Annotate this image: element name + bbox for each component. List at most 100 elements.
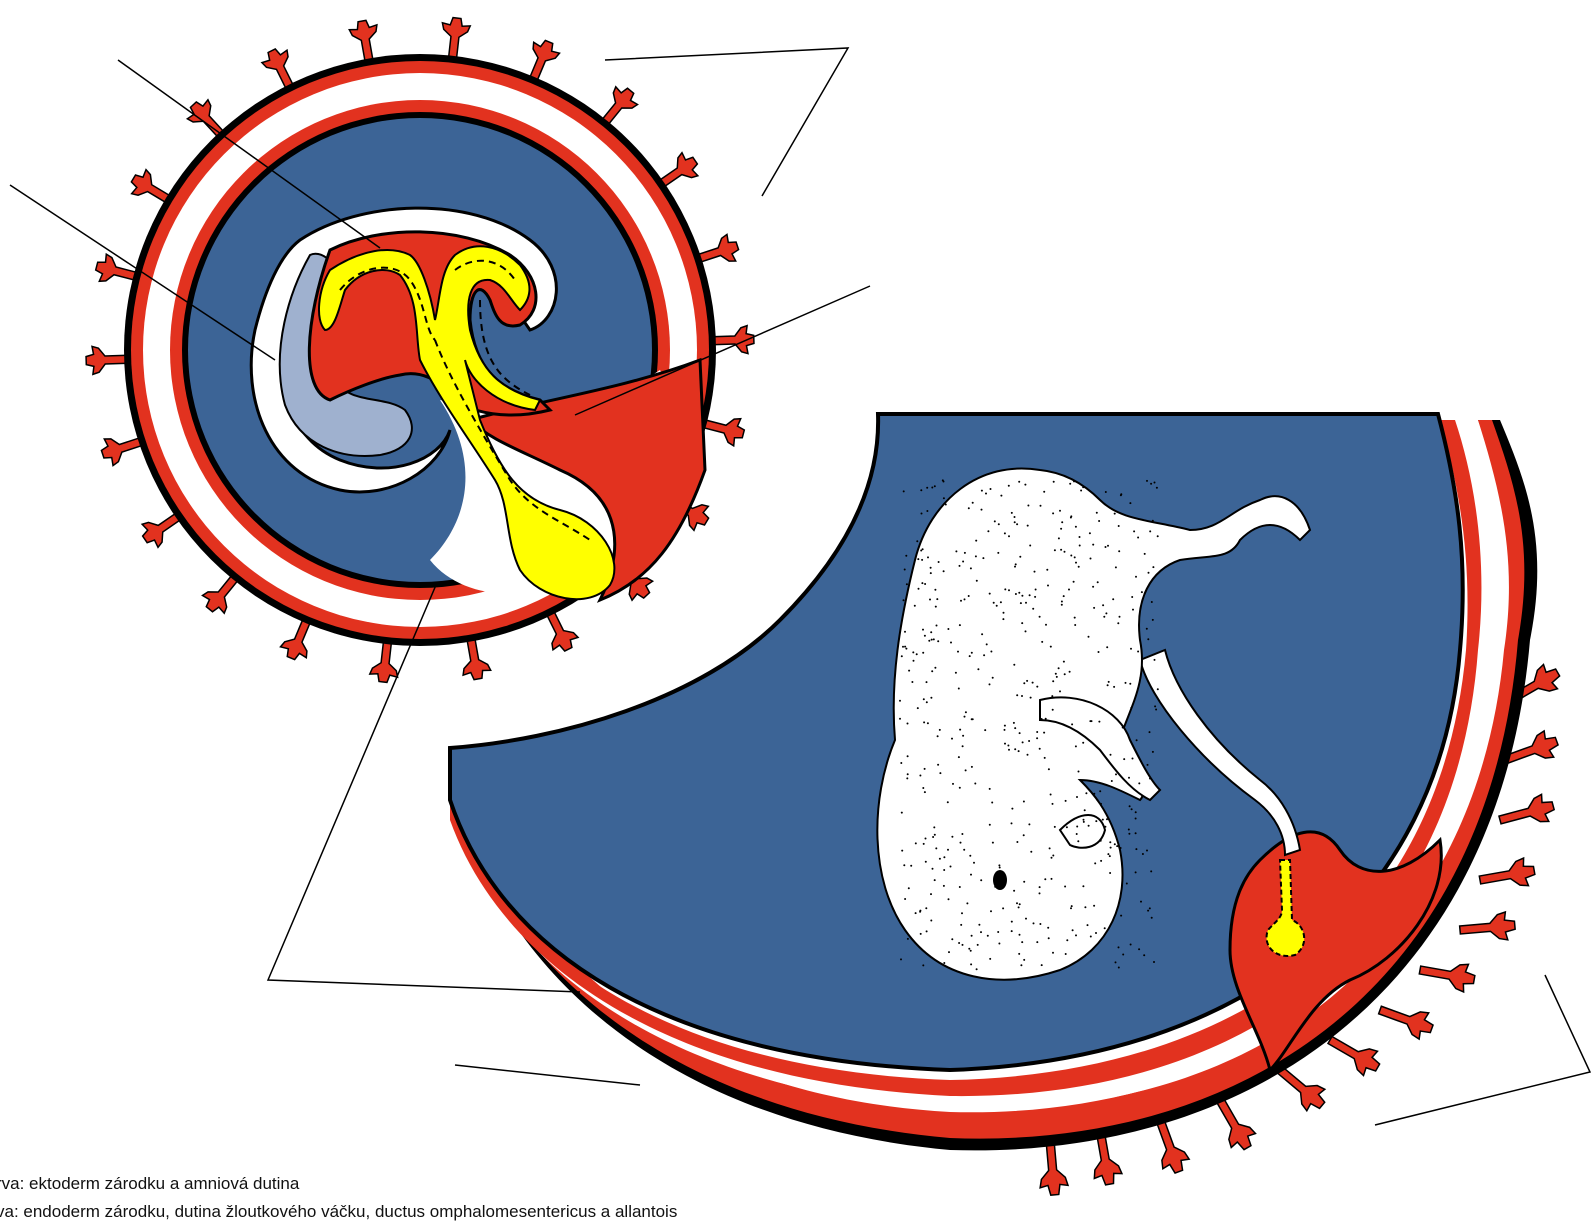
stipple-dot xyxy=(922,964,924,966)
stipple-dot xyxy=(951,938,953,940)
stipple-dot xyxy=(930,920,932,922)
stipple-dot xyxy=(968,507,970,509)
stipple-dot xyxy=(1105,612,1107,614)
stipple-dot xyxy=(1142,853,1144,855)
stipple-dot xyxy=(993,602,995,604)
stipple-dot xyxy=(934,667,936,669)
stipple-dot xyxy=(989,683,991,685)
stipple-dot xyxy=(1150,483,1152,485)
stipple-dot xyxy=(905,555,907,557)
stipple-dot xyxy=(1021,695,1023,697)
stipple-dot xyxy=(1043,491,1045,493)
stipple-dot xyxy=(981,509,983,511)
stipple-dot xyxy=(1074,617,1076,619)
stipple-dot xyxy=(1129,805,1131,807)
stipple-dot xyxy=(1064,886,1066,888)
stipple-dot xyxy=(1105,491,1107,493)
stipple-dot xyxy=(1000,601,1002,603)
stipple-dot xyxy=(1039,748,1041,750)
stipple-dot xyxy=(1056,676,1058,678)
stipple-dot xyxy=(934,485,936,487)
stipple-dot xyxy=(1100,860,1102,862)
stipple-dot xyxy=(926,930,928,932)
stipple-dot xyxy=(989,824,991,826)
stipple-dot xyxy=(914,605,916,607)
stipple-dot xyxy=(1135,811,1137,813)
stipple-dot xyxy=(1034,571,1036,573)
stipple-dot xyxy=(923,843,925,845)
stipple-dot xyxy=(1130,707,1132,709)
stipple-dot xyxy=(985,493,987,495)
stipple-dot xyxy=(998,864,1000,866)
stipple-dot xyxy=(958,942,960,944)
stipple-dot xyxy=(1120,915,1122,917)
stipple-dot xyxy=(1129,683,1131,685)
stipple-dot xyxy=(926,510,928,512)
villus xyxy=(1459,911,1516,944)
stipple-dot xyxy=(1096,799,1098,801)
stipple-dot xyxy=(1082,885,1084,887)
stipple-dot xyxy=(1141,591,1143,593)
stipple-dot xyxy=(990,910,992,912)
stipple-dot xyxy=(947,628,949,630)
stipple-dot xyxy=(1020,964,1022,966)
stipple-dot xyxy=(1152,520,1154,522)
stipple-dot xyxy=(962,745,964,747)
stipple-dot xyxy=(975,555,977,557)
stipple-dot xyxy=(1146,628,1148,630)
stipple-dot xyxy=(1070,515,1072,517)
stipple-dot xyxy=(1130,648,1132,650)
stipple-dot xyxy=(1135,832,1137,834)
stipple-dot xyxy=(926,487,928,489)
stipple-dot xyxy=(964,552,966,554)
stipple-dot xyxy=(922,652,924,654)
stipple-dot xyxy=(1014,521,1016,523)
stipple-dot xyxy=(930,697,932,699)
stipple-dot xyxy=(992,842,994,844)
stipple-dot xyxy=(1004,532,1006,534)
stipple-dot xyxy=(970,874,972,876)
stipple-dot xyxy=(960,600,962,602)
stipple-dot xyxy=(966,902,968,904)
stipple-dot xyxy=(1055,673,1057,675)
stipple-dot xyxy=(1114,843,1116,845)
stipple-dot xyxy=(936,625,938,627)
stipple-dot xyxy=(937,640,939,642)
stipple-dot xyxy=(915,912,917,914)
stipple-dot xyxy=(1115,773,1117,775)
stipple-dot xyxy=(1064,551,1066,553)
stipple-dot xyxy=(1064,673,1066,675)
stipple-dot xyxy=(1071,723,1073,725)
leader-line-7 xyxy=(1375,975,1590,1125)
stipple-dot xyxy=(1155,709,1157,711)
stipple-dot xyxy=(1122,727,1124,729)
stipple-dot xyxy=(1023,801,1025,803)
stipple-dot xyxy=(904,569,906,571)
stipple-dot xyxy=(901,655,903,657)
stipple-dot xyxy=(971,652,973,654)
stipple-dot xyxy=(1023,682,1025,684)
stipple-dot xyxy=(1135,871,1137,873)
stipple-dot xyxy=(994,886,996,888)
stipple-dot xyxy=(926,681,928,683)
stipple-dot xyxy=(1083,819,1085,821)
stipple-dot xyxy=(1140,901,1142,903)
stipple-dot xyxy=(1063,661,1065,663)
stipple-dot xyxy=(1147,764,1149,766)
stipple-dot xyxy=(921,559,923,561)
stipple-dot xyxy=(1026,680,1028,682)
stipple-dot xyxy=(1021,595,1023,597)
stipple-dot xyxy=(1060,549,1062,551)
stipple-dot xyxy=(1066,826,1068,828)
stipple-dot xyxy=(998,523,1000,525)
stipple-dot xyxy=(1025,918,1027,920)
stipple-dot xyxy=(1018,750,1020,752)
stipple-dot xyxy=(971,766,973,768)
stipple-dot xyxy=(1102,819,1104,821)
stipple-dot xyxy=(1100,840,1102,842)
stipple-dot xyxy=(923,698,925,700)
stipple-dot xyxy=(1137,537,1139,539)
stipple-dot xyxy=(1061,601,1063,603)
stipple-dot xyxy=(976,968,978,970)
